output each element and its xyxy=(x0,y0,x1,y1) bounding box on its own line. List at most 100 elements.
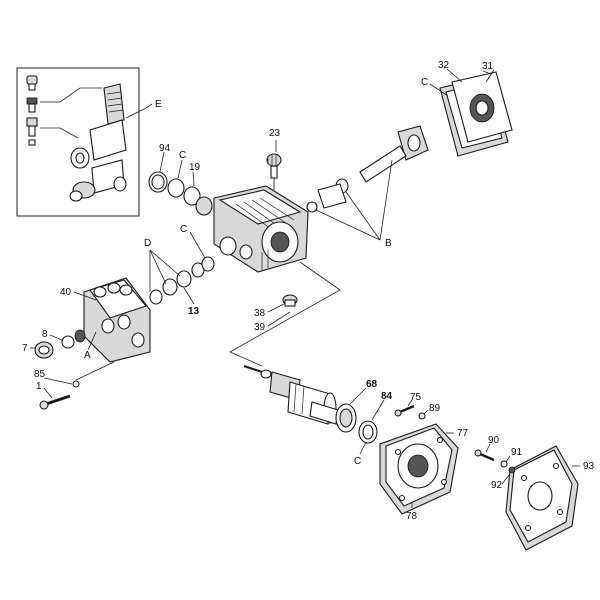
label-32: 32 xyxy=(438,60,450,71)
connecting-rod xyxy=(359,145,407,183)
label-23: 23 xyxy=(269,128,281,139)
label-94: 94 xyxy=(159,143,171,154)
label-31: 31 xyxy=(482,61,494,72)
label-75: 75 xyxy=(410,392,422,403)
label-B: B xyxy=(385,238,392,249)
label-1: 1 xyxy=(36,381,42,392)
crank-connecting-rod: B xyxy=(297,125,429,249)
leader-90 xyxy=(485,443,491,453)
bearing-19 xyxy=(183,186,201,206)
manifold-seal-stack: D C 13 xyxy=(144,224,215,317)
cover-bolt xyxy=(485,69,495,83)
assembly-guide-line xyxy=(229,261,341,367)
leader-8 xyxy=(49,334,63,341)
leader-85 xyxy=(43,377,73,385)
crankshaft xyxy=(243,365,339,425)
leader-B-1 xyxy=(379,159,393,241)
leader-19 xyxy=(192,171,195,187)
washer-89 xyxy=(418,412,426,420)
front-seal-stack: 94 C 19 xyxy=(148,143,213,216)
oring-C-upper xyxy=(167,178,185,198)
inset-spring-part xyxy=(26,97,38,113)
label-78: 78 xyxy=(406,511,418,522)
label-77: 77 xyxy=(457,428,469,439)
inset-small-nut xyxy=(28,139,36,146)
leader-75 xyxy=(407,399,413,407)
oil-dipstick: 23 xyxy=(266,128,282,190)
crankcase-body xyxy=(213,185,309,273)
bolt-75 xyxy=(399,404,415,414)
label-A: A xyxy=(84,350,91,361)
drain-plug-assembly: 7 8 xyxy=(22,329,86,359)
leader-B-2 xyxy=(345,191,381,241)
label-93: 93 xyxy=(583,461,595,472)
leader-1 xyxy=(43,387,53,399)
label-19: 19 xyxy=(189,162,201,173)
leader-89 xyxy=(423,409,429,415)
label-38: 38 xyxy=(254,308,266,319)
manifold-bolt: 85 1 xyxy=(34,361,115,410)
leader-38 xyxy=(267,303,285,313)
bolt-90 xyxy=(479,452,495,462)
label-68: 68 xyxy=(366,379,378,390)
inset-frame xyxy=(16,67,140,217)
label-D: D xyxy=(144,238,151,249)
leader-91 xyxy=(505,455,511,463)
label-13: 13 xyxy=(188,306,200,317)
seal-D-1 xyxy=(149,289,163,305)
label-7: 7 xyxy=(22,343,28,354)
unloader-valve-body xyxy=(69,83,127,202)
label-40: 40 xyxy=(60,287,72,298)
engine-adapter-plate: 90 91 92 93 xyxy=(474,435,595,551)
label-39: 39 xyxy=(254,322,266,333)
washer-91 xyxy=(500,460,508,468)
leader-39 xyxy=(267,311,291,327)
main-bearing-and-seal: 68 84 C xyxy=(335,379,393,467)
inset-unloader-assembly: E xyxy=(16,67,162,217)
leader-92 xyxy=(501,473,511,485)
leader-B-3 xyxy=(315,209,381,241)
leader-32 xyxy=(446,68,463,83)
oring-C-lower xyxy=(201,256,215,272)
seal-13 xyxy=(176,270,192,288)
leader-31 xyxy=(482,70,492,75)
leader-85-to-head xyxy=(75,361,115,381)
label-C-lower: C xyxy=(180,224,187,235)
label-C-bottom: C xyxy=(354,456,361,467)
rear-cover-assembly: C 32 31 xyxy=(421,60,513,157)
label-89: 89 xyxy=(429,403,441,414)
label-8: 8 xyxy=(42,329,48,340)
leader-C-top xyxy=(429,83,449,97)
leader-C-bottom xyxy=(359,441,367,455)
label-C-top: C xyxy=(421,77,428,88)
oil-sight-glass: 38 39 xyxy=(254,294,298,333)
leader-D-3 xyxy=(149,249,181,277)
leader-C-upper xyxy=(177,159,183,179)
leader-E xyxy=(125,103,153,119)
label-91: 91 xyxy=(511,447,523,458)
bolt-1 xyxy=(45,394,71,406)
leader-A xyxy=(87,331,97,351)
leader-40 xyxy=(73,291,97,301)
leader-13 xyxy=(183,287,195,305)
inset-knob-part xyxy=(26,75,38,91)
washer-85 xyxy=(72,380,80,388)
label-92: 92 xyxy=(491,480,503,491)
inset-leader-2 xyxy=(40,127,79,139)
nut-92 xyxy=(508,466,516,474)
leader-94 xyxy=(159,151,165,173)
oring-8 xyxy=(61,335,75,349)
plunger-guide xyxy=(317,183,347,209)
label-84: 84 xyxy=(381,391,393,402)
leader-68 xyxy=(349,387,367,405)
label-90: 90 xyxy=(488,435,500,446)
leader-C-lower xyxy=(189,231,206,259)
mounting-flange: 75 89 77 78 xyxy=(379,392,469,522)
leader-84 xyxy=(371,399,385,421)
leader-D-2 xyxy=(149,249,167,285)
label-C-upper: C xyxy=(179,150,186,161)
manifold-head: 40 A xyxy=(60,277,151,363)
label-E: E xyxy=(155,99,162,110)
